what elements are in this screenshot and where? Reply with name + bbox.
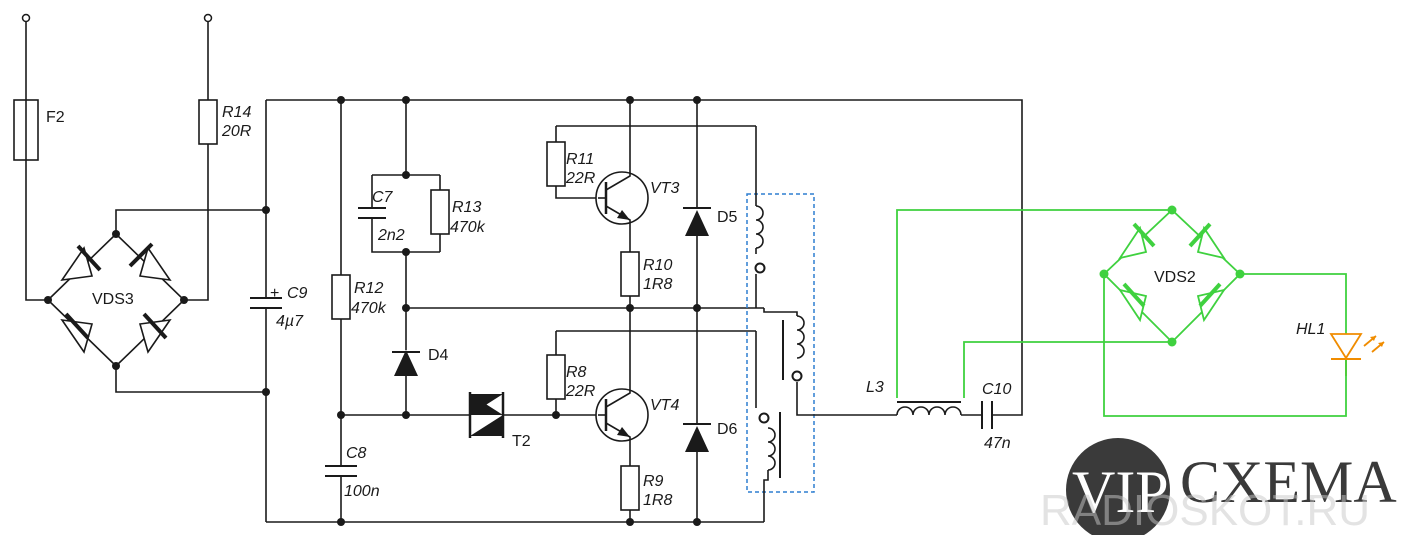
- watermark: VIP CXEMA RADIOSKOT.RU: [1040, 438, 1397, 535]
- label-c10-value: 47n: [984, 435, 1011, 452]
- watermark-vip: VIP: [1072, 459, 1169, 525]
- output-bridge-vds2: VDS2: [896, 205, 1347, 417]
- label-vt3: VT3: [650, 180, 679, 197]
- input-terminals: [21, 13, 213, 100]
- inductor-l3: L3: [866, 379, 962, 416]
- diac-t2: T2: [341, 392, 560, 450]
- label-l3: L3: [866, 379, 884, 396]
- label-r14: R14: [222, 104, 251, 121]
- label-d4: D4: [428, 347, 449, 364]
- watermark-site: RADIOSKOT.RU: [1040, 486, 1370, 535]
- resistor-r14: R14 20R: [184, 99, 252, 301]
- transistor-vt3: R11 22R VT3 R10 1R8: [546, 100, 756, 308]
- label-r12: R12: [354, 280, 383, 297]
- fuse-f2: F2: [13, 99, 65, 301]
- label-vds3: VDS3: [92, 291, 134, 308]
- transistor-vt4: R8 22R VT4 R9 1R8: [546, 308, 756, 522]
- transformer-outline: [746, 193, 815, 493]
- label-r9: R9: [643, 473, 664, 490]
- label-t2: T2: [512, 433, 531, 450]
- diode-d6: D6: [683, 308, 738, 522]
- label-r13: R13: [452, 199, 481, 216]
- label-r9-value: 1R8: [643, 492, 672, 509]
- input-terminal-right: [203, 13, 213, 23]
- label-r14-value: 20R: [221, 123, 252, 140]
- label-hl1: HL1: [1296, 321, 1325, 338]
- led-hl1: HL1: [1296, 321, 1385, 376]
- bridge-vds3: VDS3: [44, 209, 266, 393]
- label-d5: D5: [717, 209, 738, 226]
- label-vt4: VT4: [650, 397, 679, 414]
- label-c9-plus: +: [270, 285, 279, 302]
- resistor-r12: R12 470k: [331, 100, 387, 419]
- label-r12-value: 470k: [351, 300, 387, 317]
- label-r13-value: 470k: [450, 219, 486, 236]
- watermark-brand: CXEMA: [1180, 449, 1397, 515]
- diode-d4: D4: [392, 308, 449, 419]
- label-r8-value: 22R: [565, 383, 596, 400]
- input-terminal-left: [21, 13, 31, 23]
- label-c9-value: 4µ7: [276, 313, 304, 330]
- label-r10: R10: [643, 257, 672, 274]
- watermark-logo-circle: [1066, 438, 1170, 535]
- label-r8: R8: [566, 364, 587, 381]
- label-r11-value: 22R: [565, 170, 596, 187]
- label-f2: F2: [46, 109, 65, 126]
- label-r10-value: 1R8: [643, 276, 672, 293]
- label-vds2: VDS2: [1154, 269, 1196, 286]
- label-c8-value: 100n: [344, 483, 380, 500]
- diode-d5: D5: [683, 100, 738, 308]
- transformer: [746, 126, 897, 522]
- capacitor-c8: C8 100n: [325, 415, 380, 522]
- label-c10: C10: [982, 381, 1011, 398]
- capacitor-c10: C10 47n: [961, 381, 1023, 452]
- label-c8: C8: [346, 445, 367, 462]
- label-c7-value: 2n2: [377, 227, 405, 244]
- capacitor-c9: + C9 4µ7: [250, 100, 308, 522]
- label-c7: C7: [372, 189, 394, 206]
- label-r11: R11: [566, 151, 594, 168]
- label-d6: D6: [717, 421, 738, 438]
- capacitor-c7-resistor-r13: C7 2n2 R13 470k: [358, 100, 486, 312]
- label-c9: C9: [287, 285, 308, 302]
